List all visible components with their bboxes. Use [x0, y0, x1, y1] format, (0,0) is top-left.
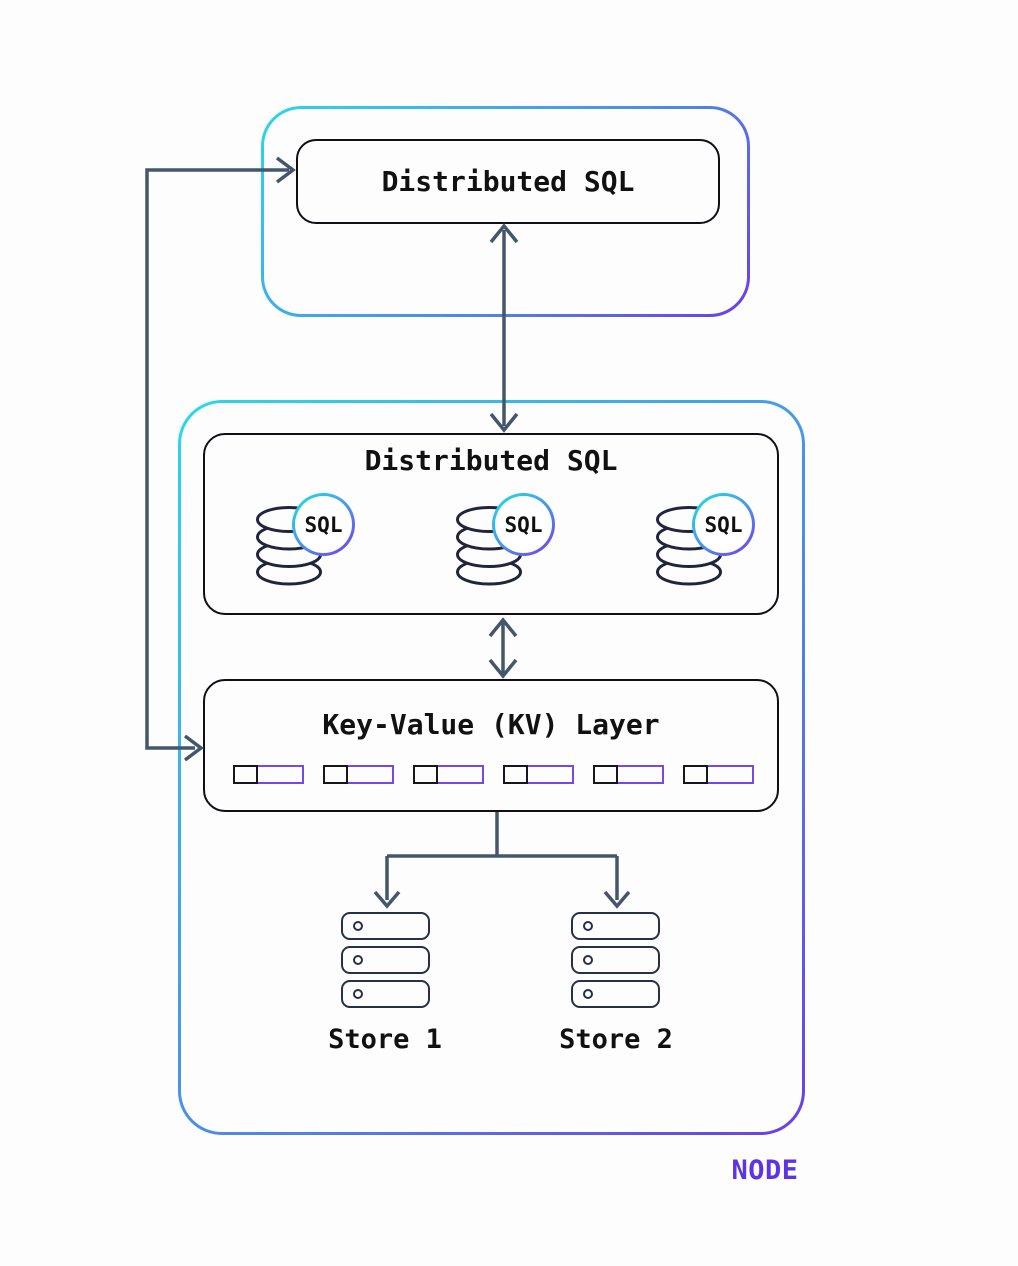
server-led-icon: [583, 989, 593, 999]
kv-pairs-row: [233, 765, 754, 784]
sql-badge-icon: SQL: [292, 493, 355, 556]
sql-badge-label: SQL: [495, 496, 552, 553]
kv-pair-icon: [323, 765, 394, 784]
kv-pair-icon: [503, 765, 574, 784]
sql-badge-icon: SQL: [492, 493, 555, 556]
server-row-icon: [341, 912, 430, 940]
server-led-icon: [353, 921, 363, 931]
kv-layer-title: Key-Value (KV) Layer: [322, 708, 660, 741]
kv-layer-box: [203, 679, 779, 812]
server-row-icon: [341, 980, 430, 1008]
sql-database-unit: SQL: [655, 493, 755, 586]
kv-value: [345, 765, 394, 784]
kv-key: [233, 765, 258, 784]
sql-database-unit: SQL: [455, 493, 555, 586]
server-led-icon: [353, 989, 363, 999]
store-2-label: Store 2: [559, 1024, 673, 1055]
node-caption: NODE: [731, 1155, 799, 1186]
kv-key: [683, 765, 708, 784]
kv-value: [525, 765, 574, 784]
kv-value: [255, 765, 304, 784]
kv-pair-icon: [593, 765, 664, 784]
sql-badge-label: SQL: [695, 496, 752, 553]
sql-badge-label: SQL: [295, 496, 352, 553]
server-row-icon: [571, 980, 660, 1008]
server-row-icon: [571, 946, 660, 974]
kv-key: [413, 765, 438, 784]
server-led-icon: [353, 955, 363, 965]
kv-value: [435, 765, 484, 784]
sql-layer-title: Distributed SQL: [364, 444, 618, 477]
kv-key: [503, 765, 528, 784]
kv-pair-icon: [233, 765, 304, 784]
kv-value: [615, 765, 664, 784]
kv-key: [323, 765, 348, 784]
sql-database-unit: SQL: [255, 493, 355, 586]
store-1-label: Store 1: [328, 1024, 442, 1055]
kv-pair-icon: [683, 765, 754, 784]
kv-value: [705, 765, 754, 784]
database-icon: [656, 506, 722, 586]
sql-badge-icon: SQL: [692, 493, 755, 556]
server-led-icon: [583, 955, 593, 965]
kv-pair-icon: [413, 765, 484, 784]
store-1-server-stack-icon: [341, 912, 430, 1014]
server-led-icon: [583, 921, 593, 931]
server-row-icon: [341, 946, 430, 974]
gateway-distributed-sql-box: Distributed SQL: [296, 139, 720, 224]
server-row-icon: [571, 912, 660, 940]
kv-key: [593, 765, 618, 784]
store-2-server-stack-icon: [571, 912, 660, 1014]
gateway-distributed-sql-label: Distributed SQL: [381, 165, 635, 198]
